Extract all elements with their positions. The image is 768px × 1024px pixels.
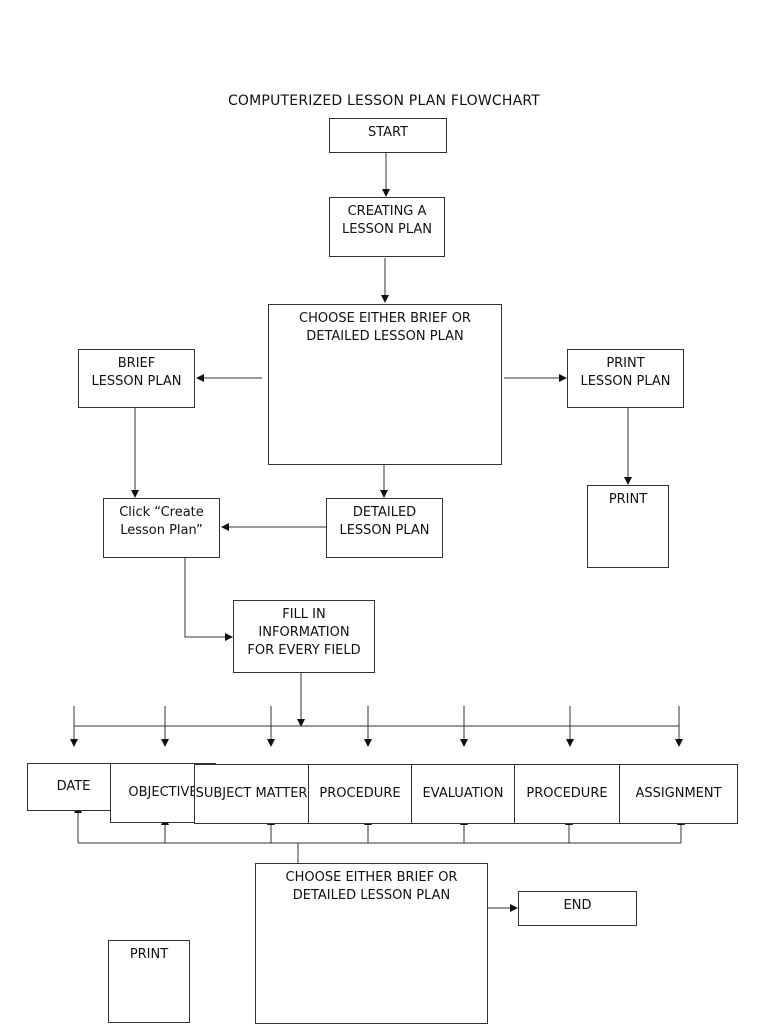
field-subject-matter: SUBJECT MATTER (194, 764, 309, 824)
arrow-click-to-fill (184, 558, 233, 641)
print-lesson-plan-node: PRINT LESSON PLAN (567, 349, 684, 408)
field-procedure-2: PROCEDURE (514, 764, 620, 824)
detailed-lesson-plan-node: DETAILED LESSON PLAN (326, 498, 443, 558)
field-procedure-1: PROCEDURE (308, 764, 412, 824)
field-evaluation: EVALUATION (411, 764, 515, 824)
choose-brief-or-detailed-top-node: CHOOSE EITHER BRIEF OR DETAILED LESSON P… (268, 304, 502, 465)
brief-lesson-plan-node: BRIEF LESSON PLAN (78, 349, 195, 408)
diagram-title: COMPUTERIZED LESSON PLAN FLOWCHART (227, 93, 541, 109)
end-node: END (518, 891, 637, 926)
print-bottom-node: PRINT (108, 940, 190, 1023)
print-top-node: PRINT (587, 485, 669, 568)
fill-in-information-node: FILL IN INFORMATION FOR EVERY FIELD (233, 600, 375, 673)
field-assignment: ASSIGNMENT (619, 764, 738, 824)
choose-brief-or-detailed-bottom-node: CHOOSE EITHER BRIEF OR DETAILED LESSON P… (255, 863, 488, 1024)
field-date: DATE (27, 763, 120, 811)
start-node: START (329, 118, 447, 153)
creating-lesson-plan-node: CREATING A LESSON PLAN (329, 197, 445, 257)
click-create-lesson-plan-node: Click “Create Lesson Plan” (103, 498, 220, 558)
